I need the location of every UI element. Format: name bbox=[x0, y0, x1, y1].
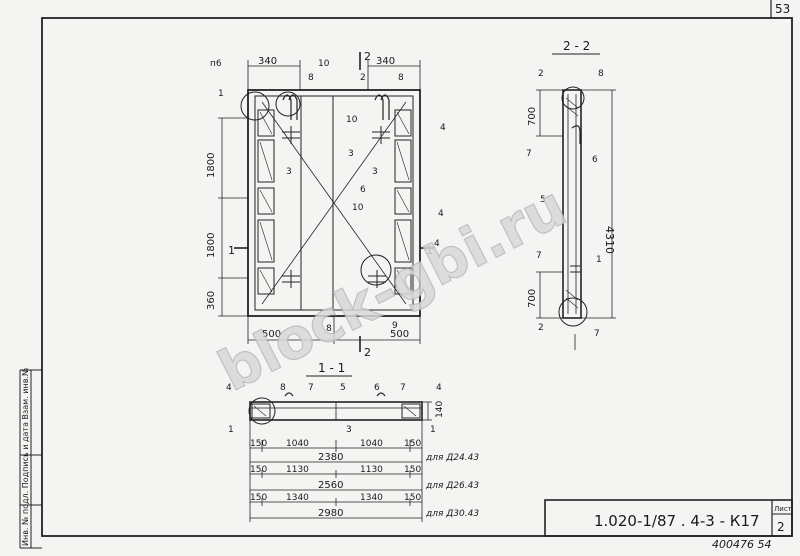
dimension-row-3: 150 1340 1340 150 2980 для Д30.43 bbox=[250, 493, 479, 519]
section22-label-8: 8 bbox=[598, 69, 604, 79]
watermark: block-gbi.ru bbox=[209, 174, 577, 404]
section22-label-1: 1 bbox=[596, 255, 602, 265]
plan-left-dim-3: 360 bbox=[206, 291, 217, 310]
plan-section-2-top: 2 bbox=[364, 50, 371, 63]
plan-label-10c: 10 bbox=[352, 203, 364, 213]
plan-bottom-dim-left: 500 bbox=[262, 329, 281, 340]
row2-part-1: 150 bbox=[250, 465, 267, 475]
section11-label-7a: 7 bbox=[308, 383, 314, 393]
row2-part-4: 150 bbox=[404, 465, 421, 475]
plan-label-3c: 3 bbox=[372, 167, 378, 177]
section22-label-6: 6 bbox=[592, 155, 598, 165]
section11-label-5: 5 bbox=[340, 383, 346, 393]
section11-label-4b: 4 bbox=[436, 383, 442, 393]
page-number: 53 bbox=[775, 2, 790, 16]
row2-part-2: 1130 bbox=[286, 465, 309, 475]
row3-total: 2980 bbox=[318, 508, 343, 519]
section11-label-8: 8 bbox=[280, 383, 286, 393]
section22-dim-bottom: 700 bbox=[527, 289, 538, 308]
section11-label-4a: 4 bbox=[226, 383, 232, 393]
side-binding-column: Инв. № подл. Подпись и дата Взам. инв.№ bbox=[19, 367, 42, 549]
plan-label-1a: 1 bbox=[218, 89, 224, 99]
plan-label-8c: 8 bbox=[326, 324, 332, 334]
row1-part-3: 1040 bbox=[360, 439, 383, 449]
plan-label-3b: 3 bbox=[286, 167, 292, 177]
section22-label-7c: 7 bbox=[594, 329, 600, 339]
stamp-sheet-label: Лист bbox=[774, 505, 792, 513]
sheet-frame bbox=[41, 17, 793, 537]
plan-label-3a: 3 bbox=[348, 149, 354, 159]
dimension-row-2: 150 1130 1130 150 2560 для Д26.43 bbox=[250, 465, 479, 491]
stamp-code: 1.020-1/87 . 4-3 - К17 bbox=[594, 512, 760, 530]
section22-view bbox=[536, 86, 616, 350]
plan-label-10a: 10 bbox=[318, 59, 330, 69]
row1-note: для Д24.43 bbox=[425, 453, 479, 463]
section22-dim-top: 700 bbox=[527, 107, 538, 126]
stamp-sheet-number: 2 bbox=[777, 520, 785, 534]
plan-label-8a: 8 bbox=[308, 73, 314, 83]
row3-part-2: 1340 bbox=[286, 493, 309, 503]
plan-label-4a: 4 bbox=[440, 123, 446, 133]
plan-label-4b: 4 bbox=[438, 209, 444, 219]
side-binding-text: Инв. № подл. Подпись и дата Взам. инв.№ bbox=[21, 367, 30, 546]
row1-part-1: 150 bbox=[250, 439, 267, 449]
section22-label-7b: 7 bbox=[536, 251, 542, 261]
plan-label-p6: п6 bbox=[210, 59, 222, 69]
section11-label-6: 6 bbox=[374, 383, 380, 393]
plan-top-dim-right: 340 bbox=[376, 56, 395, 67]
section22-label-2a: 2 bbox=[538, 69, 544, 79]
plan-label-8b: 8 bbox=[398, 73, 404, 83]
section22-label-5: 5 bbox=[540, 195, 546, 205]
row3-part-1: 150 bbox=[250, 493, 267, 503]
section11-label-3: 3 bbox=[346, 425, 352, 435]
section11-label-1a: 1 bbox=[228, 425, 234, 435]
plan-label-4c: 4 bbox=[434, 239, 440, 249]
row3-part-4: 150 bbox=[404, 493, 421, 503]
plan-label-6: 6 bbox=[360, 185, 366, 195]
plan-section-1-right: 1 bbox=[426, 244, 433, 257]
section22-label-2b: 2 bbox=[538, 323, 544, 333]
row3-note: для Д30.43 bbox=[425, 509, 479, 519]
section22-title: 2 - 2 bbox=[563, 39, 590, 53]
plan-left-dim-1: 1800 bbox=[206, 153, 217, 178]
plan-bottom-dim-right: 500 bbox=[390, 329, 409, 340]
plan-dimensions bbox=[218, 52, 434, 352]
dimension-row-1: 150 1040 1040 150 2380 для Д24.43 bbox=[250, 439, 479, 463]
plan-label-10b: 10 bbox=[346, 115, 358, 125]
plan-section-1-left: 1 bbox=[228, 244, 235, 257]
section11-height: 140 bbox=[435, 401, 445, 418]
row2-part-3: 1130 bbox=[360, 465, 383, 475]
section11-title: 1 - 1 bbox=[318, 361, 345, 375]
row1-part-4: 150 bbox=[404, 439, 421, 449]
bottom-code: 400476 54 bbox=[712, 538, 772, 551]
row3-part-3: 1340 bbox=[360, 493, 383, 503]
title-stamp: 1.020-1/87 . 4-3 - К17 Лист 2 bbox=[544, 499, 793, 537]
section22-label-7a: 7 bbox=[526, 149, 532, 159]
row2-note: для Д26.43 bbox=[425, 481, 479, 491]
plan-label-9: 9 bbox=[392, 321, 398, 331]
row1-part-2: 1040 bbox=[286, 439, 309, 449]
plan-top-dim-left: 340 bbox=[258, 56, 277, 67]
section11-label-1b: 1 bbox=[430, 425, 436, 435]
plan-section-2-bottom: 2 bbox=[364, 346, 371, 359]
section22-overall: 4310 bbox=[603, 226, 616, 254]
row2-total: 2560 bbox=[318, 480, 343, 491]
plan-label-2a: 2 bbox=[360, 73, 366, 83]
plan-left-dim-2: 1800 bbox=[206, 233, 217, 258]
section11-view bbox=[248, 392, 432, 522]
section11-label-7b: 7 bbox=[400, 383, 406, 393]
row1-total: 2380 bbox=[318, 452, 343, 463]
